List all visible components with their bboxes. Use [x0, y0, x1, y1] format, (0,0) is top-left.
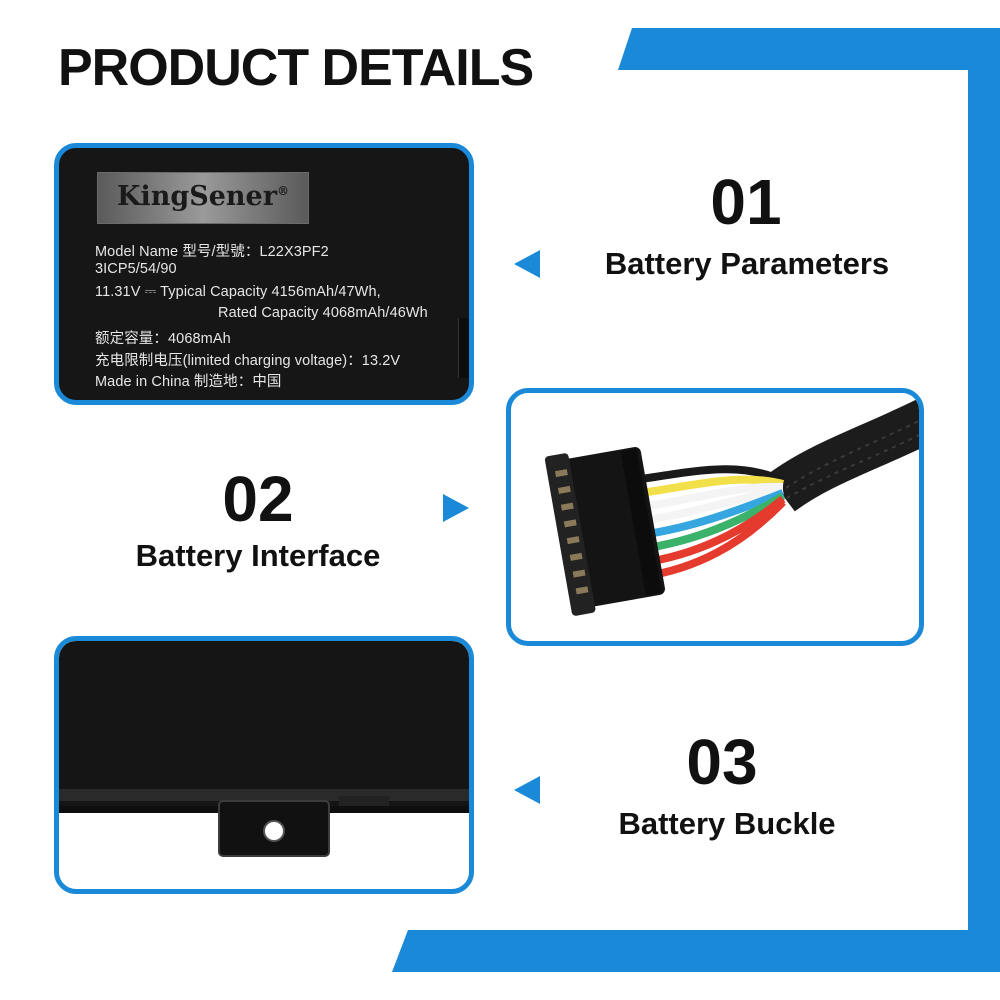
- battery-edge-notch: [458, 318, 469, 378]
- connector-wires: [640, 465, 786, 581]
- wire: [640, 482, 784, 511]
- right-pointing-arrow-icon: [443, 494, 469, 522]
- battery-buckle-photo: [54, 636, 474, 894]
- section-number-02: 02: [222, 463, 294, 535]
- spec-line-charging-voltage: 充电限制电压(limited charging voltage)：13.2V: [95, 353, 401, 369]
- connector-pin: [563, 519, 577, 528]
- wire: [640, 489, 785, 539]
- connector-pin: [557, 485, 571, 494]
- brand-plate: KingSener®: [97, 172, 309, 224]
- spec-line-cell: 3ICP5/54/90: [95, 261, 177, 277]
- connector-pin: [554, 469, 568, 478]
- section-label-battery-parameters: Battery Parameters: [604, 246, 890, 281]
- left-pointing-arrow-icon: [514, 250, 540, 278]
- section-number-01: 01: [710, 166, 782, 238]
- section-label-battery-buckle: Battery Buckle: [618, 806, 836, 841]
- brand-name: KingSener®: [117, 181, 289, 212]
- buckle-illustration: [59, 641, 469, 857]
- battery-connector-photo: [506, 388, 924, 646]
- left-pointing-arrow-icon: [514, 776, 540, 804]
- spec-line-model: Model Name 型号/型號：L22X3PF2: [95, 244, 329, 260]
- wire: [640, 492, 786, 553]
- wire: [640, 475, 785, 497]
- connector-pin: [560, 502, 574, 511]
- section-label-battery-interface: Battery Interface: [135, 538, 381, 573]
- spec-line-typical-capacity: 11.31V ⎓ Typical Capacity 4156mAh/47Wh,: [95, 284, 381, 300]
- connector-pin: [566, 536, 580, 545]
- connector-illustration: [544, 398, 919, 616]
- spec-line-rated-cn: 额定容量：4068mAh: [95, 331, 231, 347]
- spec-line-origin: Made in China 制造地：中国: [95, 374, 282, 390]
- wire: [640, 486, 784, 525]
- section-number-03: 03: [686, 726, 758, 798]
- connector-pin: [569, 552, 583, 561]
- connector-pin: [575, 586, 589, 595]
- spec-line-rated-capacity: Rated Capacity 4068mAh/46Wh: [218, 305, 428, 321]
- connector-housing: [544, 447, 665, 616]
- battery-label-photo: KingSener® Model Name 型号/型號：L22X3PF2 3IC…: [54, 143, 474, 405]
- connector-pin: [572, 569, 586, 578]
- page-title: PRODUCT DETAILS: [58, 39, 534, 97]
- wire: [640, 465, 785, 485]
